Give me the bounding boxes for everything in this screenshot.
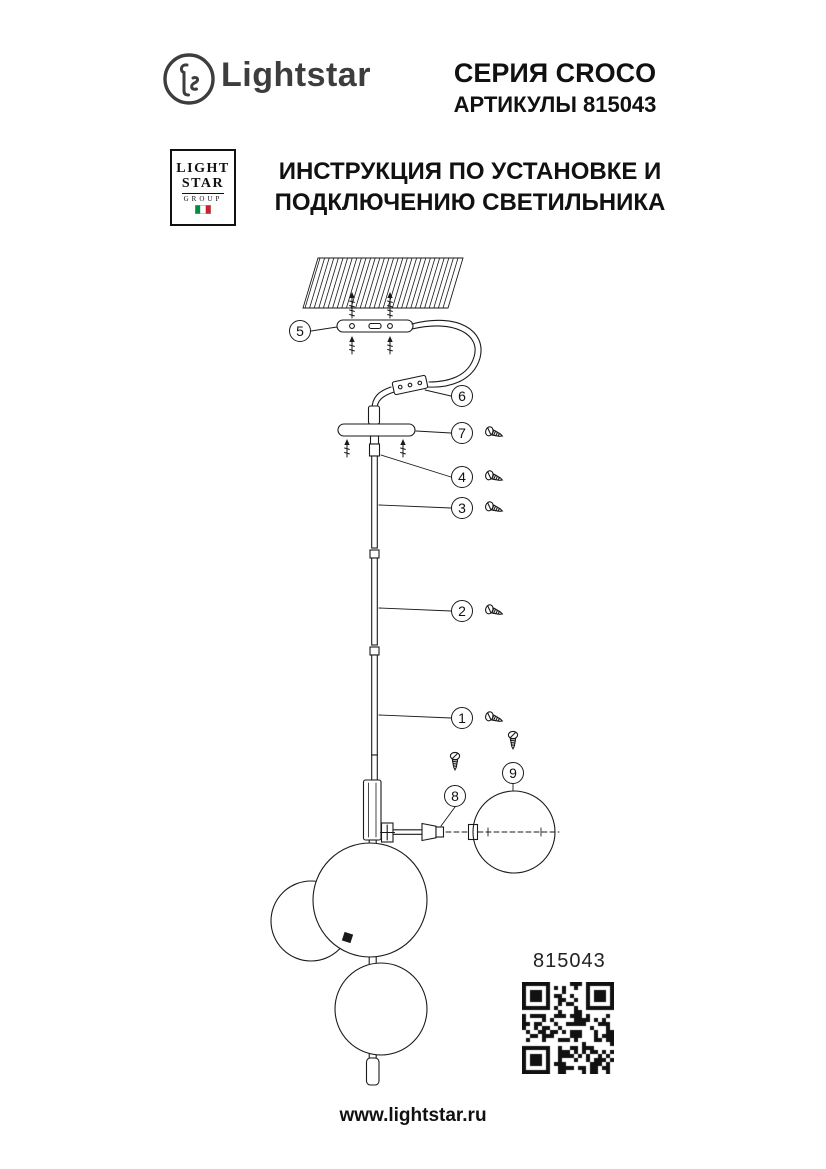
article-number: 815043: [533, 950, 606, 972]
rod-section-2: [369, 549, 380, 646]
screw-icon: [483, 469, 505, 485]
canopy: [337, 405, 416, 437]
articles-line: АРТИКУЛЫ 815043: [453, 92, 657, 117]
mounting-screws: [344, 292, 406, 458]
arm-assembly: [379, 822, 445, 843]
power-cable: [371, 319, 482, 424]
callout-6: 6: [451, 385, 473, 407]
qr-code: [522, 982, 614, 1074]
callout-8: 8: [444, 785, 466, 807]
instruction-title-line2: ПОДКЛЮЧЕНИЮ СВЕТИЛЬНИКА: [274, 189, 666, 216]
ceiling-outline: [302, 257, 464, 309]
callout-7: 7: [451, 422, 473, 444]
brand-wordmark: Lightstar: [221, 56, 371, 94]
glass-sphere-detached: [467, 790, 556, 874]
screw-icon: [483, 425, 505, 441]
mounting-bracket: [336, 319, 414, 333]
screw-icon: [449, 751, 461, 771]
rod-section-top: [368, 435, 381, 549]
glass-spheres: [270, 842, 428, 1056]
screw-icon: [507, 730, 519, 750]
rod-section-1: [369, 646, 380, 756]
leader-lines: [310, 326, 514, 827]
group-logo-line2: STAR: [181, 176, 225, 191]
callout-9: 9: [502, 762, 524, 784]
callout-1: 1: [451, 707, 473, 729]
group-logo-line1: LIGHT: [176, 161, 230, 176]
screw-icon: [483, 500, 505, 516]
sphere-socket: [341, 931, 354, 944]
terminal-block: [391, 374, 429, 396]
instruction-title-line1: ИНСТРУКЦИЯ ПО УСТАНОВКЕ И: [278, 158, 662, 185]
callout-2: 2: [451, 600, 473, 622]
glass-sphere-large: [312, 842, 428, 958]
instruction-title: ИНСТРУКЦИЯ ПО УСТАНОВКЕ И ПОДКЛЮЧЕНИЮ СВ…: [250, 156, 690, 218]
italy-flag-icon: [195, 205, 211, 214]
lightstar-logo-icon: [163, 53, 215, 105]
glass-sphere-bottom: [334, 962, 428, 1056]
group-logo-line3: GROUP: [181, 193, 225, 203]
callout-5: 5: [289, 320, 311, 342]
callout-4: 4: [451, 466, 473, 488]
callout-3: 3: [451, 497, 473, 519]
website-url: www.lightstar.ru: [339, 1105, 487, 1126]
series-title: СЕРИЯ CROCO: [453, 58, 657, 88]
screw-icon: [483, 603, 505, 619]
screw-icon: [483, 710, 505, 726]
ceiling-hatch: [304, 257, 459, 309]
group-logo: LIGHT STAR GROUP: [170, 149, 236, 226]
